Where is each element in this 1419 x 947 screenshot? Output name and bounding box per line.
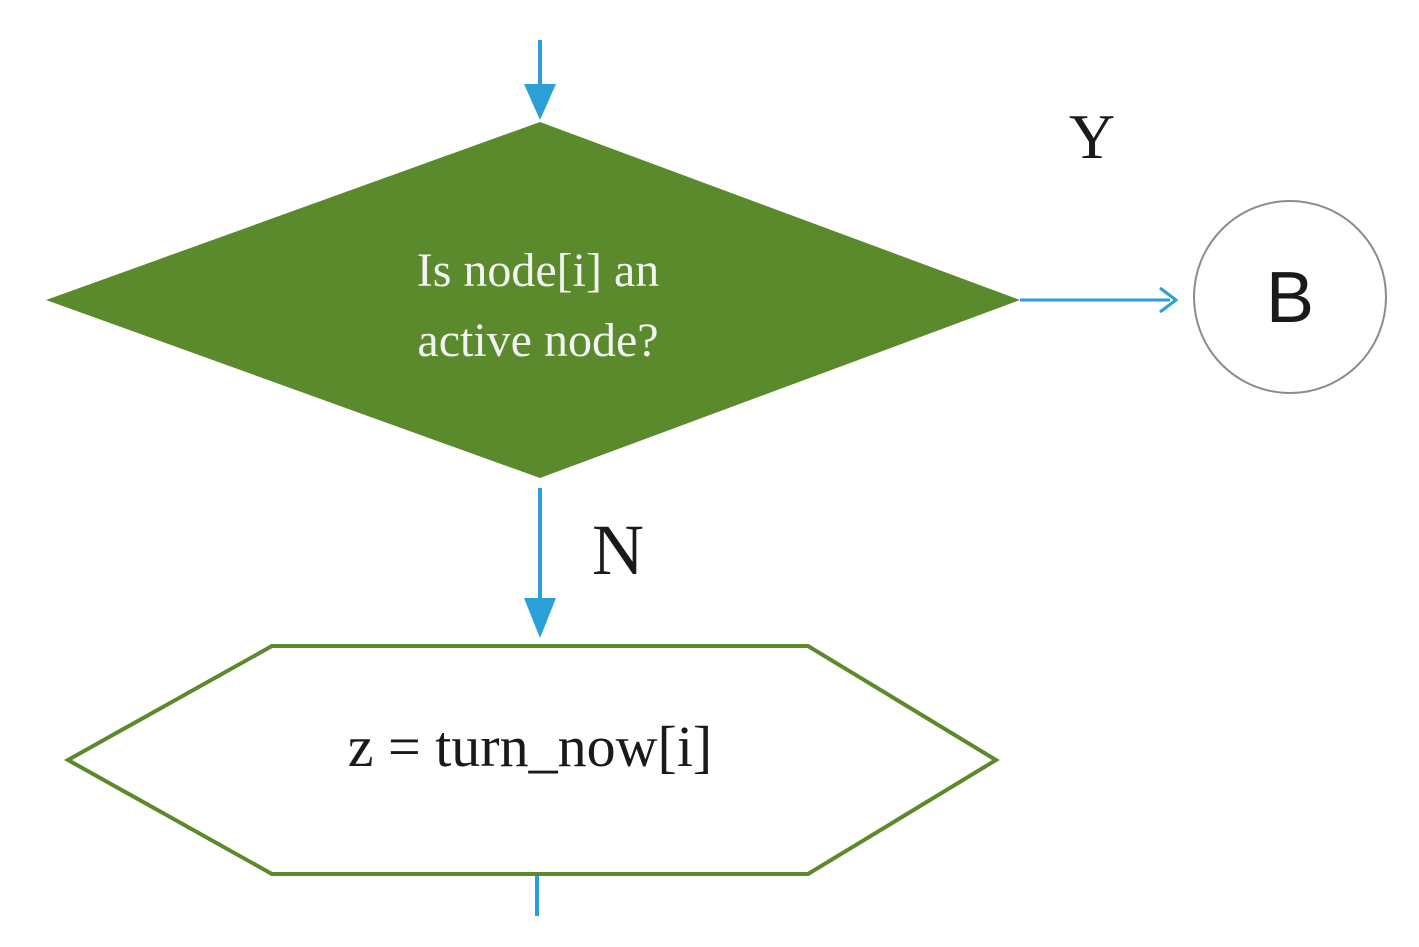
decision-text-line2: active node? [417, 314, 658, 367]
no-label: N [592, 510, 644, 590]
decision-node: Is node[i] an active node? [46, 122, 1020, 478]
incoming-arrow [524, 40, 556, 120]
decision-text-line1: Is node[i] an [417, 244, 660, 297]
process-text: z = turn_now[i] [348, 714, 713, 779]
process-node: z = turn_now[i] [63, 644, 1000, 876]
yes-arrow [1020, 286, 1179, 314]
connector-label: B [1266, 258, 1314, 338]
no-arrow [524, 488, 556, 638]
yes-label: Y [1069, 101, 1115, 172]
connector-b: B [1193, 200, 1387, 394]
